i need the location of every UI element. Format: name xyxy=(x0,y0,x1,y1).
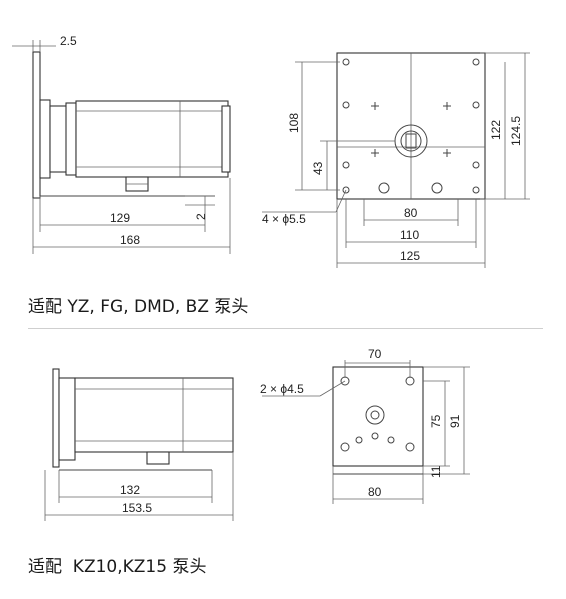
dim-gap-label: 2 xyxy=(194,213,208,220)
motor-body xyxy=(75,100,229,178)
dim-length-body-label: 129 xyxy=(110,211,130,225)
dim-width-125-label: 125 xyxy=(400,249,420,263)
mount-plate xyxy=(32,51,41,199)
section-divider xyxy=(28,328,543,329)
bottom-caption: 适配 KZ10,KZ15 泵头 xyxy=(28,557,207,577)
motor-body-small xyxy=(74,377,234,453)
top-front-view: 108 43 122 124.5 4 × ϕ5.5 80 110 125 xyxy=(262,52,530,268)
mount-plate-small xyxy=(52,368,60,468)
bottom-side-view: 132 153.5 xyxy=(44,368,234,521)
dim-width-70-label: 70 xyxy=(368,347,382,361)
top-side-view: 2.5 129 168 2 xyxy=(12,34,231,254)
dim-height-124-5-label: 124.5 xyxy=(509,116,523,146)
dim-height-108-label: 108 xyxy=(287,113,301,133)
dim-height-43-label: 43 xyxy=(311,161,325,175)
dim-width-110-label: 110 xyxy=(400,228,419,242)
dim-height-122-label: 122 xyxy=(489,120,503,140)
dim-height-11-label: 11 xyxy=(429,465,443,478)
dim-width-80-small-label: 80 xyxy=(368,485,382,499)
dim-height-91-label: 91 xyxy=(448,414,462,428)
dim-length-total-label: 168 xyxy=(120,233,140,247)
dim-holes-label: 4 × ϕ5.5 xyxy=(262,212,306,226)
dim-height-75-label: 75 xyxy=(429,414,443,428)
bottom-front-view: 70 2 × ϕ4.5 75 91 11 80 xyxy=(260,347,470,504)
top-caption: 适配 YZ, FG, DMD, BZ 泵头 xyxy=(28,297,249,317)
dim-length-total-small-label: 153.5 xyxy=(122,501,152,515)
dim-thickness-label: 2.5 xyxy=(60,34,77,48)
dim-length-body-small-label: 132 xyxy=(120,483,140,497)
dim-width-80-label: 80 xyxy=(404,206,418,220)
dim-holes-small-label: 2 × ϕ4.5 xyxy=(260,382,304,396)
